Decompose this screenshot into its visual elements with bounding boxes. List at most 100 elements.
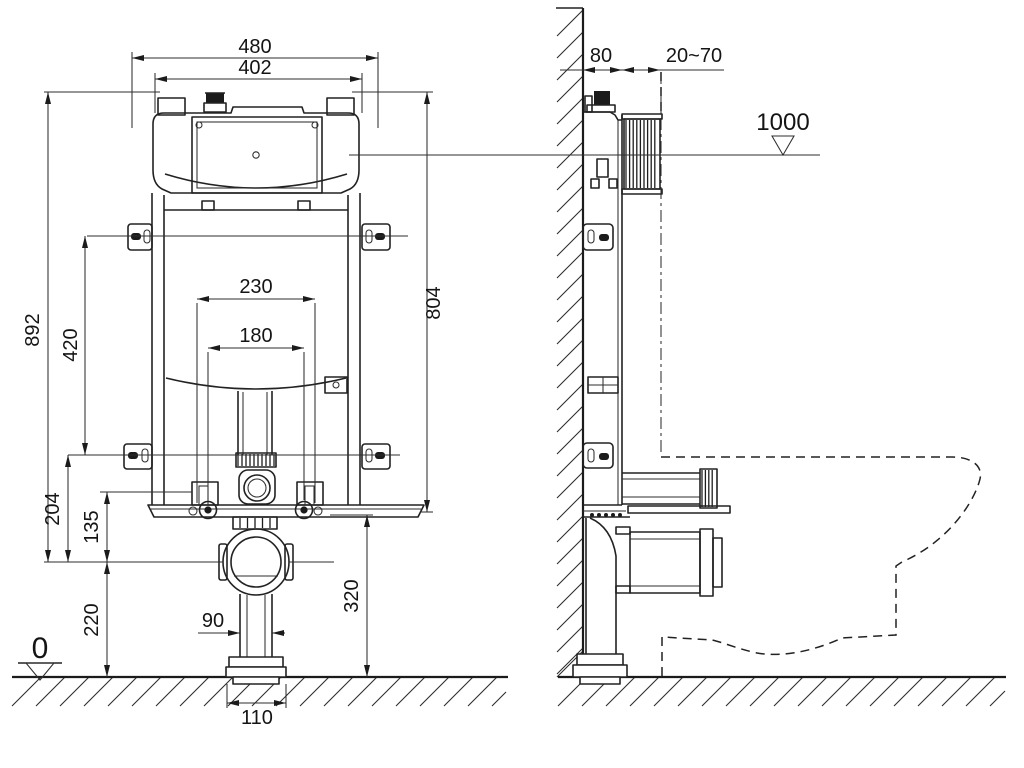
arrow — [197, 296, 209, 302]
side-flush-connector-ribs — [701, 470, 713, 507]
arrow — [303, 296, 315, 302]
dim-180-label: 180 — [239, 325, 272, 347]
wc-bowl-outline — [661, 456, 982, 677]
arrow — [272, 630, 284, 636]
pan-fixing-slot-right — [304, 485, 315, 506]
frame-bottom-rail — [147, 504, 425, 518]
arrow — [648, 67, 660, 73]
arrow — [366, 55, 378, 61]
dim-892-label: 892 — [22, 313, 44, 346]
bracket-slot — [587, 448, 595, 463]
arrow — [227, 700, 239, 706]
arrow — [364, 665, 370, 677]
floor-flange-base — [225, 666, 287, 678]
dim-2070-label: 20~70 — [666, 45, 722, 67]
level-1000-label: 1000 — [756, 109, 809, 136]
side-floor-flange-stub — [579, 676, 621, 685]
outlet-elbow-inner — [230, 536, 282, 588]
arrow — [45, 92, 51, 104]
dim-110-label: 110 — [241, 707, 273, 729]
side-outlet-flange-2 — [712, 537, 723, 588]
bracket-pin — [599, 453, 609, 460]
dimensions: 480 402 892 420 204 135 220 230 180 804 … — [18, 36, 820, 729]
actuator-ribs — [625, 120, 656, 188]
arrow — [228, 630, 240, 636]
frame-inner-fitting — [596, 158, 609, 178]
dim-320-label: 320 — [341, 579, 363, 612]
arrow — [292, 345, 304, 351]
bracket-pin — [599, 234, 609, 241]
level-triangle — [771, 135, 795, 157]
clamp-dot — [611, 513, 615, 517]
crossbar-tab-right — [297, 200, 311, 211]
flush-bend-outer — [243, 474, 271, 502]
rail-washer-right — [313, 506, 323, 516]
side-view — [572, 72, 982, 685]
dim-220-label: 220 — [81, 603, 103, 636]
side-outlet-pipe — [629, 531, 701, 594]
clamp-dot — [597, 513, 601, 517]
arrow — [82, 236, 88, 248]
rail-bolt-left — [198, 500, 218, 520]
side-fixing-hole — [332, 381, 340, 389]
arrow — [208, 345, 220, 351]
inlet-pin — [584, 95, 593, 113]
cistern-ear-right — [326, 97, 355, 116]
datum-triangle — [24, 662, 56, 681]
wall-hatch — [556, 9, 584, 678]
crossbar-tab-left — [201, 200, 215, 211]
bracket-slot — [587, 229, 595, 244]
frame-top-profile — [583, 111, 622, 121]
side-coupler-top — [615, 526, 631, 535]
arrow — [65, 455, 71, 467]
floor-flange-stub — [232, 676, 280, 685]
outlet-elbow-outer — [222, 528, 290, 596]
arrow — [104, 550, 110, 562]
arrow — [350, 76, 362, 82]
side-drain-elbow — [589, 517, 617, 654]
clamp-dot — [604, 513, 608, 517]
frame-curved-brace — [165, 377, 347, 390]
actuator-cap-bottom — [621, 188, 663, 195]
floor-flange-top — [228, 656, 284, 668]
inlet-valve-knob — [594, 91, 610, 105]
arrow — [104, 665, 110, 677]
access-panel — [191, 116, 323, 194]
rail-washer-left — [188, 506, 198, 516]
frame-inner-block-right — [608, 178, 618, 189]
wall-bracket-upper-left — [127, 223, 153, 251]
dim-204-label: 204 — [42, 492, 64, 525]
arrow — [155, 76, 167, 82]
dim-402-label: 402 — [238, 57, 271, 79]
dim-480-label: 480 — [238, 36, 271, 58]
ground-hatch-front — [11, 676, 507, 707]
dim-420-label: 420 — [60, 328, 82, 361]
datum-zero-label: 0 — [32, 632, 49, 665]
side-flush-connector — [699, 468, 718, 509]
inlet-valve-base — [586, 104, 616, 113]
arrow — [424, 500, 430, 512]
side-floor-flange-base — [572, 664, 628, 678]
side-floor-flange-top — [576, 653, 624, 666]
rail-bolt-right — [294, 500, 314, 520]
cistern-tank — [152, 106, 360, 194]
rail-bolt-right-core — [300, 506, 308, 514]
side-fixing-plate — [324, 376, 348, 394]
dim-80-label: 80 — [590, 45, 612, 67]
arrow — [45, 550, 51, 562]
wall-bracket-upper-right — [361, 223, 391, 251]
side-wall-bracket-lower — [582, 442, 614, 469]
side-outlet-flange — [699, 528, 714, 597]
frame-inner-block-left — [590, 178, 600, 189]
arrow — [364, 515, 370, 527]
side-flush-plate — [627, 505, 731, 514]
arrow — [132, 55, 144, 61]
arrow — [65, 550, 71, 562]
clamp-dot — [590, 513, 594, 517]
flush-bend-housing — [238, 469, 276, 505]
arrow — [424, 92, 430, 104]
arrow — [610, 67, 622, 73]
cistern-ear-left — [157, 97, 186, 116]
